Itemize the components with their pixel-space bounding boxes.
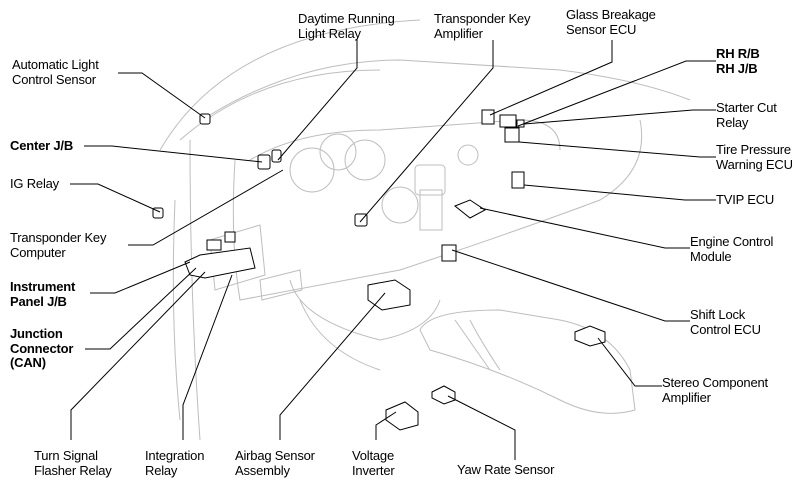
leader-glass-breakage-sensor-ecu <box>489 40 613 116</box>
leader-stereo-component-amplifier <box>597 337 662 387</box>
leader-rh-rb-jb <box>517 60 716 127</box>
leader-starter-cut-relay <box>523 109 716 125</box>
leader-integration-relay <box>182 274 233 440</box>
leader-engine-control-module <box>479 207 690 249</box>
leader-daytime-running-light-relay <box>277 40 358 161</box>
leader-instrument-panel-jb <box>90 261 191 294</box>
leader-airbag-sensor-assembly <box>279 292 386 440</box>
leader-transponder-key-computer <box>128 169 284 246</box>
label-ig-relay: IG Relay <box>10 176 59 191</box>
label-tvip-ecu: TVIP ECU <box>716 192 775 207</box>
leader-junction-connector <box>85 267 197 350</box>
label-yaw-rate-sensor: Yaw Rate Sensor <box>457 462 555 477</box>
leader-voltage-inverter <box>375 411 397 440</box>
leader-tvip-ecu <box>523 184 716 201</box>
leader-automatic-light-control-sensor <box>118 72 206 119</box>
leader-ig-relay <box>70 183 161 213</box>
leader-yaw-rate-sensor <box>447 395 516 460</box>
leader-center-jb <box>84 145 263 163</box>
leader-tire-pressure-warning-ecu <box>518 141 716 158</box>
leader-transponder-key-amplifier <box>359 40 494 223</box>
leader-turn-signal-flasher-relay <box>70 271 206 440</box>
label-center-jb: Center J/B <box>10 138 74 153</box>
leader-shift-lock-control-ecu <box>451 249 690 322</box>
leader-lines <box>70 40 716 460</box>
